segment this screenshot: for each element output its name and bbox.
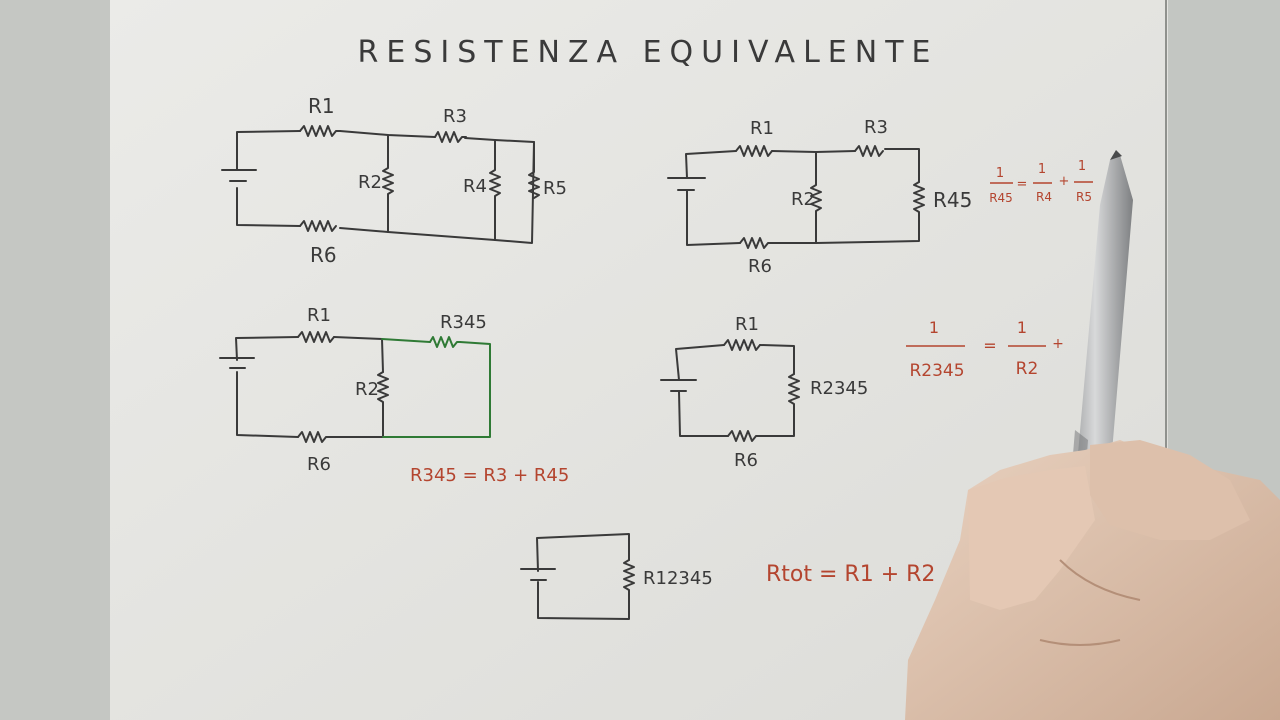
formula-r345: R345 = R3 + R45 xyxy=(410,465,569,486)
r2345-plus: + xyxy=(1052,336,1064,352)
circuit-1: R1 R3 R2 R4 R5 R6 xyxy=(221,94,567,267)
branch-r4-c1 xyxy=(489,139,501,241)
label-r1-c4: R1 xyxy=(735,314,759,335)
r45-t2-den: R5 xyxy=(1076,190,1092,204)
page-title: RESISTENZA EQUIVALENTE xyxy=(358,35,939,70)
label-r345-c3: R345 xyxy=(440,312,487,333)
label-r1-c3: R1 xyxy=(307,305,331,326)
resistor-r1-c2 xyxy=(735,145,773,157)
r45-lhs-num: 1 xyxy=(996,166,1004,181)
battery-c1 xyxy=(221,169,257,182)
resistor-r3-c2 xyxy=(854,145,884,157)
formula-r45: 1 R45 = 1 R4 + 1 R5 xyxy=(989,159,1093,205)
label-r12345-c5: R12345 xyxy=(643,568,713,589)
r2345-lhs-num: 1 xyxy=(929,318,939,337)
battery-c3 xyxy=(219,357,255,369)
formula-rtot: Rtot = R1 + R2 xyxy=(766,562,935,587)
battery-c4 xyxy=(660,379,697,392)
branch-r5-c1 xyxy=(528,141,540,199)
resistor-r6-c2 xyxy=(739,237,773,249)
circuit-2: R1 R3 R2 R45 R6 xyxy=(667,117,972,277)
label-r6-c4: R6 xyxy=(734,450,758,471)
label-r6-c1: R6 xyxy=(310,243,337,267)
label-r4-c1: R4 xyxy=(463,176,487,197)
branch-r2-c2 xyxy=(810,151,822,244)
label-r3-c1: R3 xyxy=(443,106,467,127)
r2345-t1-den: R2 xyxy=(1016,359,1039,379)
r2345-eq: = xyxy=(983,336,996,355)
label-r1-c1: R1 xyxy=(308,94,335,118)
left-paper-edge xyxy=(0,0,125,720)
r45-t1-den: R4 xyxy=(1036,190,1052,204)
r2345-lhs-den: R2345 xyxy=(909,361,964,381)
circuit-3: R1 R345 R2 R6 xyxy=(219,305,491,475)
label-r6-c3: R6 xyxy=(307,454,331,475)
r45-t1-num: 1 xyxy=(1038,162,1046,177)
resistor-r1-c3 xyxy=(297,331,335,343)
resistor-r2-c3 xyxy=(377,371,389,406)
resistor-r6-c4 xyxy=(727,430,759,442)
label-r2-c1: R2 xyxy=(358,172,382,193)
label-r2345-c4: R2345 xyxy=(810,378,868,399)
resistor-r12345-c5 xyxy=(623,559,635,595)
r2345-t1-num: 1 xyxy=(1017,318,1027,337)
formula-r2345: 1 R2345 = 1 R2 + xyxy=(906,318,1064,381)
branch-r2-c1 xyxy=(382,134,394,233)
resistor-r1-c4 xyxy=(723,339,761,351)
resistor-r6-c1 xyxy=(299,220,337,232)
label-r45-c2: R45 xyxy=(933,188,972,212)
label-r1-c2: R1 xyxy=(750,118,774,139)
label-r6-c2: R6 xyxy=(748,256,772,277)
resistor-r6-c3 xyxy=(297,431,331,443)
resistor-r45-c2 xyxy=(913,181,925,216)
label-r2-c3: R2 xyxy=(355,379,379,400)
label-r3-c2: R3 xyxy=(864,117,888,138)
battery-c5 xyxy=(520,568,556,581)
battery-c2 xyxy=(667,177,706,191)
label-r2-c2: R2 xyxy=(791,189,815,210)
circuit-5: R12345 xyxy=(520,533,713,620)
resistor-r1-c1 xyxy=(299,125,341,137)
r45-lhs-den: R45 xyxy=(989,191,1013,205)
resistor-r345-c3 xyxy=(429,336,461,348)
branch-r345-c3 xyxy=(381,338,491,438)
circuit-4: R1 R2345 R6 xyxy=(660,314,868,471)
r45-eq: = xyxy=(1017,177,1028,192)
resistor-r2345-c4 xyxy=(788,373,800,407)
r45-t2-num: 1 xyxy=(1078,159,1086,174)
r45-plus: + xyxy=(1059,174,1070,189)
resistor-r3-c1 xyxy=(434,131,467,143)
label-r5-c1: R5 xyxy=(543,178,567,199)
hand xyxy=(905,440,1280,720)
